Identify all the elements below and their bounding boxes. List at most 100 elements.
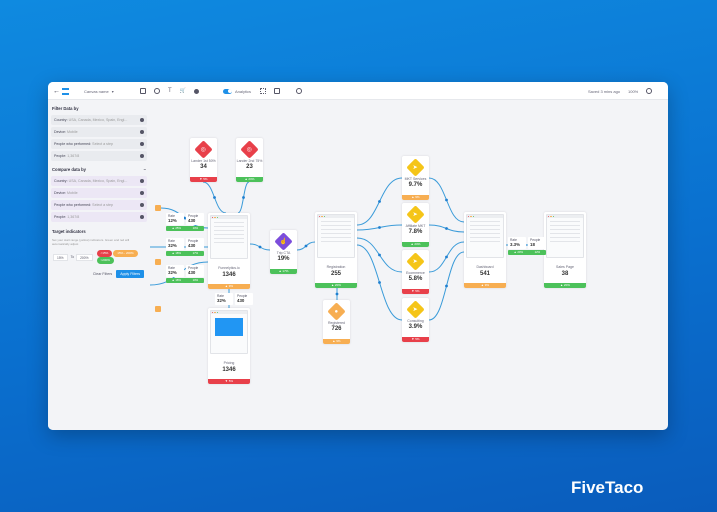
send-icon: ➤ xyxy=(412,164,419,171)
analytics-toggle[interactable]: Analytics xyxy=(223,82,251,100)
step-value: 726 xyxy=(331,326,342,332)
step-label: Dashboard xyxy=(476,265,494,269)
connection-dot xyxy=(378,281,381,284)
to-label: To xyxy=(70,255,75,259)
step-badge: ▲ 9% xyxy=(208,284,250,289)
rate-value: 32% xyxy=(168,270,177,275)
indicator-pill[interactable]: 15% - 200% xyxy=(113,250,138,257)
canvas[interactable]: ◎Lander 1st 50%34▼ 5%◎Lander 2nd 75%23▲ … xyxy=(48,100,668,430)
step-label: Lander 1st 50% xyxy=(191,159,216,163)
filter-row[interactable]: Device: Mobile xyxy=(51,188,147,198)
rate-value: 12% xyxy=(168,218,177,223)
step-badge: ▲ 20% xyxy=(315,283,357,288)
clear-filters-button[interactable]: Clear Filters xyxy=(92,272,113,276)
shape-icon[interactable] xyxy=(154,88,160,94)
people-label: People xyxy=(188,239,199,243)
connection-dot xyxy=(445,227,448,230)
event-step[interactable]: ◎Lander 2nd 75%23▲ 20% xyxy=(236,138,263,182)
step-value: 1346 xyxy=(222,272,236,278)
step-badge: ▲ 17% xyxy=(270,269,297,274)
indicator-pill[interactable]: >200% xyxy=(96,257,114,264)
step-badge: ▼ 5% xyxy=(402,337,429,342)
filter-row[interactable]: Country: USA, Canada, Mexico, Spain, Eng… xyxy=(51,176,147,186)
user-icon: ● xyxy=(334,308,339,315)
step-badge: ▲ 20% xyxy=(402,242,429,247)
back-button[interactable]: ← xyxy=(53,82,69,100)
range-to-input[interactable]: 200% xyxy=(76,253,93,261)
stat-change: ▲ 18% xyxy=(171,251,181,255)
step-label: Pricing xyxy=(223,361,235,365)
people-label: People xyxy=(188,266,199,270)
row-icon xyxy=(140,191,144,195)
rate-label: Rate xyxy=(510,238,517,242)
step-label: Lander 2nd 75% xyxy=(236,159,263,163)
row-value: 1,367/8 xyxy=(67,154,80,158)
grid-icon[interactable] xyxy=(260,88,266,94)
settings-icon[interactable] xyxy=(646,88,652,94)
connection-dot xyxy=(378,253,381,257)
step-value: 255 xyxy=(330,271,341,277)
step-value: 9.7% xyxy=(408,182,423,188)
row-value: USA, Canada, Mexico, Spain, Engl... xyxy=(68,179,128,183)
row-icon xyxy=(140,118,144,122)
step-marker[interactable] xyxy=(155,259,161,265)
connection-dot xyxy=(258,245,262,249)
step-value: 7.8% xyxy=(408,229,423,235)
step-marker[interactable] xyxy=(155,306,161,312)
click-icon: ☝ xyxy=(279,238,288,245)
connection-dot xyxy=(445,255,448,259)
record-icon[interactable] xyxy=(193,88,199,94)
compare-title: Compare data by xyxy=(52,167,86,172)
layout-icon[interactable] xyxy=(274,88,280,94)
canvas-name-dropdown[interactable]: Canvas name▾ xyxy=(84,88,114,94)
row-icon xyxy=(140,142,144,146)
step-value: 5.8% xyxy=(408,276,423,282)
step-value: 541 xyxy=(479,271,490,277)
filter-row[interactable]: People: 1,367/8 xyxy=(51,212,147,222)
connection-dot xyxy=(378,226,381,229)
rate-label: Rate xyxy=(168,239,175,243)
collapse-icon[interactable]: – xyxy=(143,167,146,172)
rate-label: Rate xyxy=(168,214,175,218)
stat-change: 17% xyxy=(192,251,199,255)
row-icon xyxy=(140,130,144,134)
filter-row[interactable]: People who performed: Select a step xyxy=(51,200,147,210)
text-tool-icon[interactable]: T xyxy=(168,88,172,94)
filter-row[interactable]: People who performed: Select a step xyxy=(51,139,147,149)
page-step[interactable]: Dashboard 541 ▲ 9% xyxy=(464,212,506,288)
filter-row[interactable]: People: 1,367/8 xyxy=(51,151,147,161)
brand-logo: FiveTaco xyxy=(571,478,644,497)
event-step[interactable]: ◎Lander 1st 50%34▼ 5% xyxy=(190,138,217,182)
zoom-level[interactable]: 100% xyxy=(628,88,639,94)
stat-change: ▲ 18% xyxy=(171,278,181,282)
step-badge: ▲ 9% xyxy=(402,195,429,200)
refresh-icon[interactable] xyxy=(296,88,302,94)
target-icon: ◎ xyxy=(246,146,253,153)
step-marker[interactable] xyxy=(155,205,161,211)
filter-row[interactable]: Device: Mobile xyxy=(51,127,147,137)
step-value: 34 xyxy=(200,164,207,170)
apply-filters-button[interactable]: Apply Filters xyxy=(116,270,144,278)
people-value: 430 xyxy=(188,243,196,248)
cart-icon[interactable]: 🛒 xyxy=(179,88,186,94)
add-step-icon[interactable] xyxy=(140,88,146,94)
stat-change: ▲ 20% xyxy=(513,250,523,254)
filter-row[interactable]: Country: USA, Canada, Mexico, Spain, Eng… xyxy=(51,115,147,125)
target-icon: ◎ xyxy=(200,146,207,153)
step-badge: ▲ 9% xyxy=(464,283,506,288)
range-from-input[interactable]: 15% xyxy=(53,253,68,261)
indicator-pill[interactable]: <15% xyxy=(96,250,113,257)
